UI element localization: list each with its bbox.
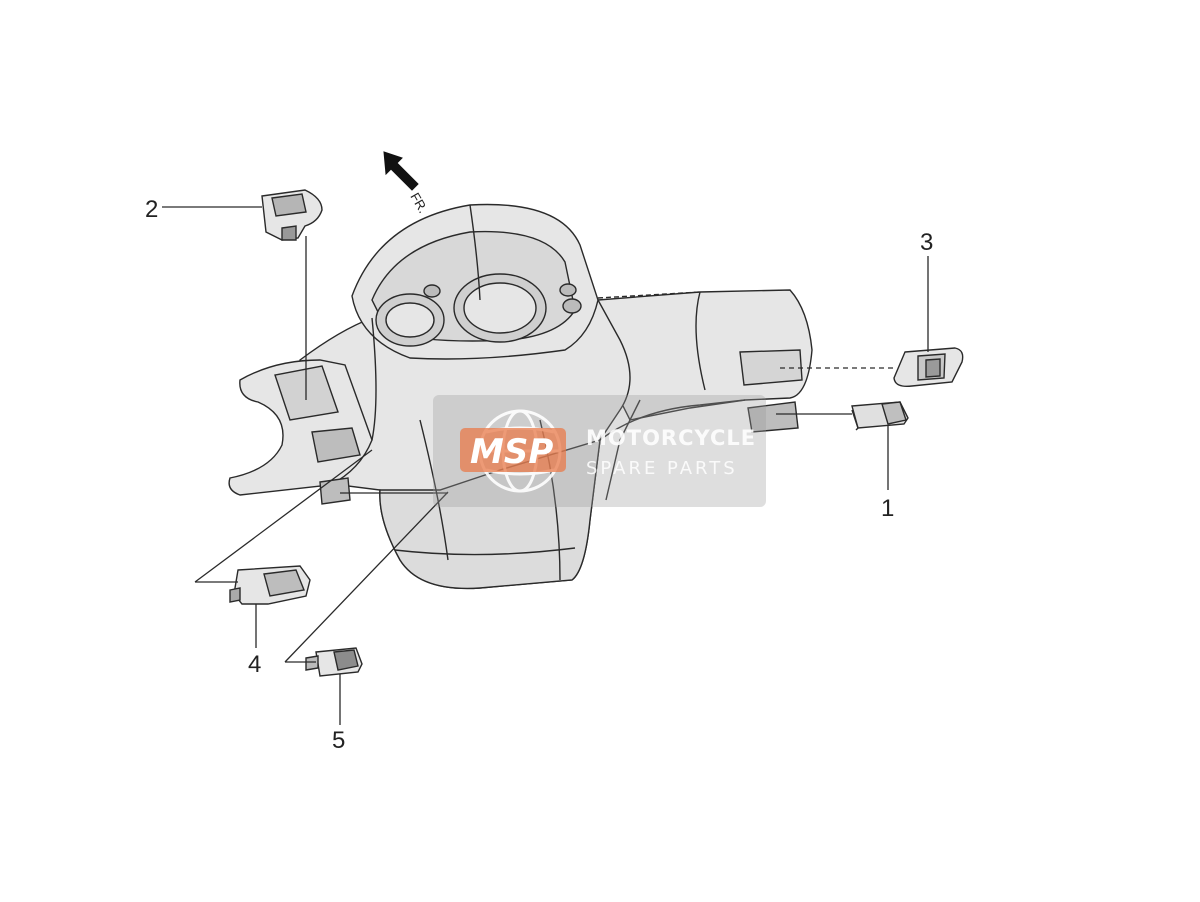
direction-label: FR.	[407, 190, 430, 216]
watermark-line2: SPARE PARTS	[586, 458, 738, 479]
front-direction-arrow-icon	[383, 151, 419, 191]
callout-5: 5	[332, 727, 345, 754]
callout-3: 3	[920, 229, 933, 256]
part-3-right-switch	[893, 347, 964, 388]
leader-lines	[162, 206, 929, 725]
part-5-lower-left-switch	[305, 647, 363, 677]
part-2-top-switch	[261, 189, 323, 241]
watermark-brand: MSP	[470, 432, 553, 472]
part-1-right-switch	[851, 401, 909, 431]
part-4-left-switch	[229, 565, 311, 605]
watermark: MSP MOTORCYCLE SPARE PARTS	[433, 395, 766, 507]
watermark-line1: MOTORCYCLE	[586, 426, 756, 450]
callout-1: 1	[881, 495, 894, 522]
callout-4: 4	[248, 651, 261, 678]
callout-2: 2	[145, 196, 158, 223]
